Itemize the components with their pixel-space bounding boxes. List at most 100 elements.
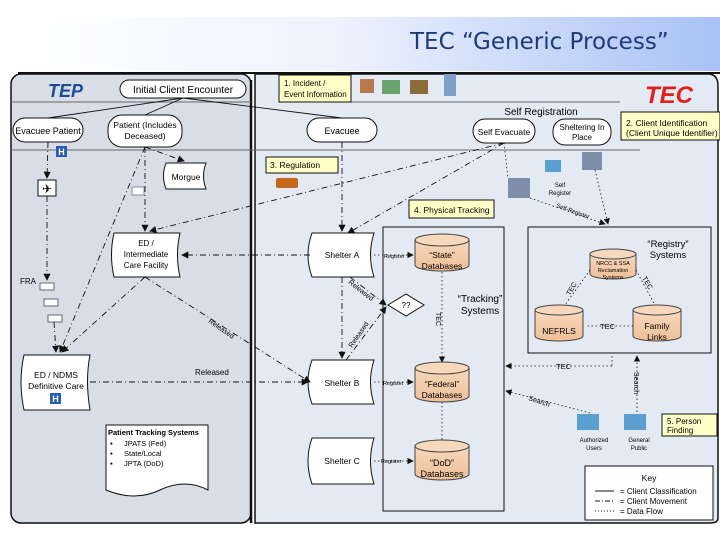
- evacuee-patient-label: Evacuee Patient: [15, 126, 81, 136]
- step1-note: [278, 74, 352, 103]
- general-line1: General: [628, 438, 649, 444]
- step2-line1: 2. Client Identification: [626, 118, 708, 128]
- step1-line2: Event Information: [284, 90, 347, 99]
- nrcc-ssa-db[interactable]: NRCC & SSA Reclamation Systems: [589, 248, 637, 281]
- ed-ndms-line2: Definitive Care: [28, 381, 84, 391]
- ed-ndms-line1: ED / NDMS: [34, 370, 78, 380]
- db-body: [414, 240, 470, 272]
- sheltering-node[interactable]: [552, 118, 612, 146]
- ed-intermediate-line1: ED /: [138, 239, 154, 248]
- search-vertical-label: Search: [632, 372, 639, 394]
- shelter-a-node[interactable]: [307, 232, 375, 278]
- sheltering-line2: Place: [572, 133, 593, 142]
- dod-db-line2: Databases: [420, 469, 464, 479]
- house-icon: [382, 80, 400, 94]
- tec-horizontal-label: TEC: [600, 322, 616, 331]
- legend-item: = Client Movement: [620, 497, 688, 506]
- authorized-line1: Authorized: [580, 438, 609, 444]
- shelter-building-icon: [508, 178, 530, 198]
- federal-databases[interactable]: “Federal” Databases: [414, 361, 470, 403]
- db-body: [632, 310, 682, 342]
- office-building-icon: [444, 74, 456, 96]
- dod-databases[interactable]: “DoD” Databases: [414, 439, 470, 481]
- rail-car-icon: [47, 314, 63, 323]
- shelter-c-node[interactable]: [307, 437, 375, 485]
- fra-label: FRA: [20, 277, 37, 286]
- dod-db-line1: “DoD”: [430, 458, 454, 468]
- tracking-line2: Systems: [461, 306, 499, 317]
- ed-intermediate-line3: Care Facility: [124, 261, 168, 270]
- shelter-a-label: Shelter A: [325, 250, 360, 260]
- legend-title: Key: [642, 473, 657, 483]
- home-building-icon: [582, 152, 602, 170]
- federal-db-line2: Databases: [422, 390, 463, 400]
- authorized-line2: Users: [586, 446, 602, 452]
- legend-item: = Data Flow: [620, 507, 663, 516]
- pts-item: State/Local: [124, 449, 162, 458]
- morgue-node[interactable]: [163, 162, 207, 190]
- step1-line1: 1. Incident /: [284, 79, 326, 88]
- shelter-b-node[interactable]: [307, 359, 375, 405]
- patient-deceased-line1: Patient (Includes: [113, 120, 176, 130]
- rail-car-icon: [39, 282, 55, 291]
- db-top: [414, 439, 470, 453]
- tec-region: [254, 73, 719, 524]
- tec-vertical-label: TEC: [434, 312, 441, 326]
- nefrls-label: NEFRLS: [542, 326, 576, 336]
- tep-label: TEP: [48, 81, 84, 101]
- house-icon: [360, 79, 374, 93]
- step3-note: [265, 156, 339, 174]
- federal-db-line1: “Federal”: [425, 379, 460, 389]
- db-top: [632, 304, 682, 316]
- tec-label: TEC: [645, 82, 694, 109]
- house-icon: [410, 80, 428, 94]
- step3-label: 3. Regulation: [270, 160, 320, 170]
- patient-tracking-title: Patient Tracking Systems: [108, 428, 199, 437]
- data-flow-lines: [374, 142, 656, 465]
- step5-line1: 5. Person: [667, 417, 701, 426]
- db-top: [534, 304, 584, 316]
- morgue-label: Morgue: [172, 172, 201, 182]
- pts-bullet: ▪: [110, 449, 113, 458]
- shelter-c-label: Shelter C: [324, 456, 359, 466]
- decision-label: ??: [402, 301, 411, 310]
- family-links-line1: Family: [644, 321, 670, 331]
- nrcc-line1: NRCC & SSA: [596, 261, 630, 267]
- family-links-db[interactable]: Family Links: [632, 304, 682, 342]
- rail-car-icon: [43, 298, 59, 307]
- state-databases[interactable]: “State” Databases: [414, 233, 470, 272]
- decision-node[interactable]: [387, 293, 425, 317]
- db-top: [414, 233, 470, 247]
- register-b-label: Register: [383, 381, 404, 387]
- self-register-line1: Self: [555, 183, 566, 189]
- sheltering-line1: Sheltering In: [560, 123, 605, 132]
- step2-line2: (Client Unique Identifier): [626, 128, 718, 138]
- legend-item: = Client Classification: [620, 487, 697, 496]
- step4-label: 4. Physical Tracking: [414, 205, 490, 215]
- ed-intermediate-node[interactable]: [111, 232, 181, 278]
- evacuee-label: Evacuee: [324, 126, 359, 136]
- nefrls-db[interactable]: NEFRLS: [534, 304, 584, 342]
- register-a-label: Register: [384, 254, 405, 260]
- db-top: [589, 248, 637, 260]
- bus-icon: [276, 178, 298, 188]
- self-evacuate-label: Self Evacuate: [478, 127, 531, 137]
- tracking-systems-box: [382, 226, 505, 512]
- airplane-glyph: ✈: [42, 182, 52, 196]
- ambulance-icon: [131, 186, 145, 196]
- registry-line1: “Registry”: [647, 239, 688, 250]
- patient-deceased-line2: Deceased): [124, 131, 165, 141]
- self-register-line2: Register: [549, 191, 571, 197]
- building-icons: [360, 74, 456, 96]
- step4-note: [408, 199, 495, 219]
- initial-encounter-label: Initial Client Encounter: [133, 85, 234, 96]
- pts-bullet: ▪: [110, 439, 113, 448]
- db-body: [589, 254, 637, 280]
- general-line2: Public: [631, 446, 647, 452]
- pts-item: JPATS (Fed): [124, 439, 167, 448]
- ed-ndms-node[interactable]: [20, 354, 91, 411]
- db-body: [414, 446, 470, 481]
- general-public-icon: [624, 414, 646, 430]
- db-top: [414, 361, 470, 375]
